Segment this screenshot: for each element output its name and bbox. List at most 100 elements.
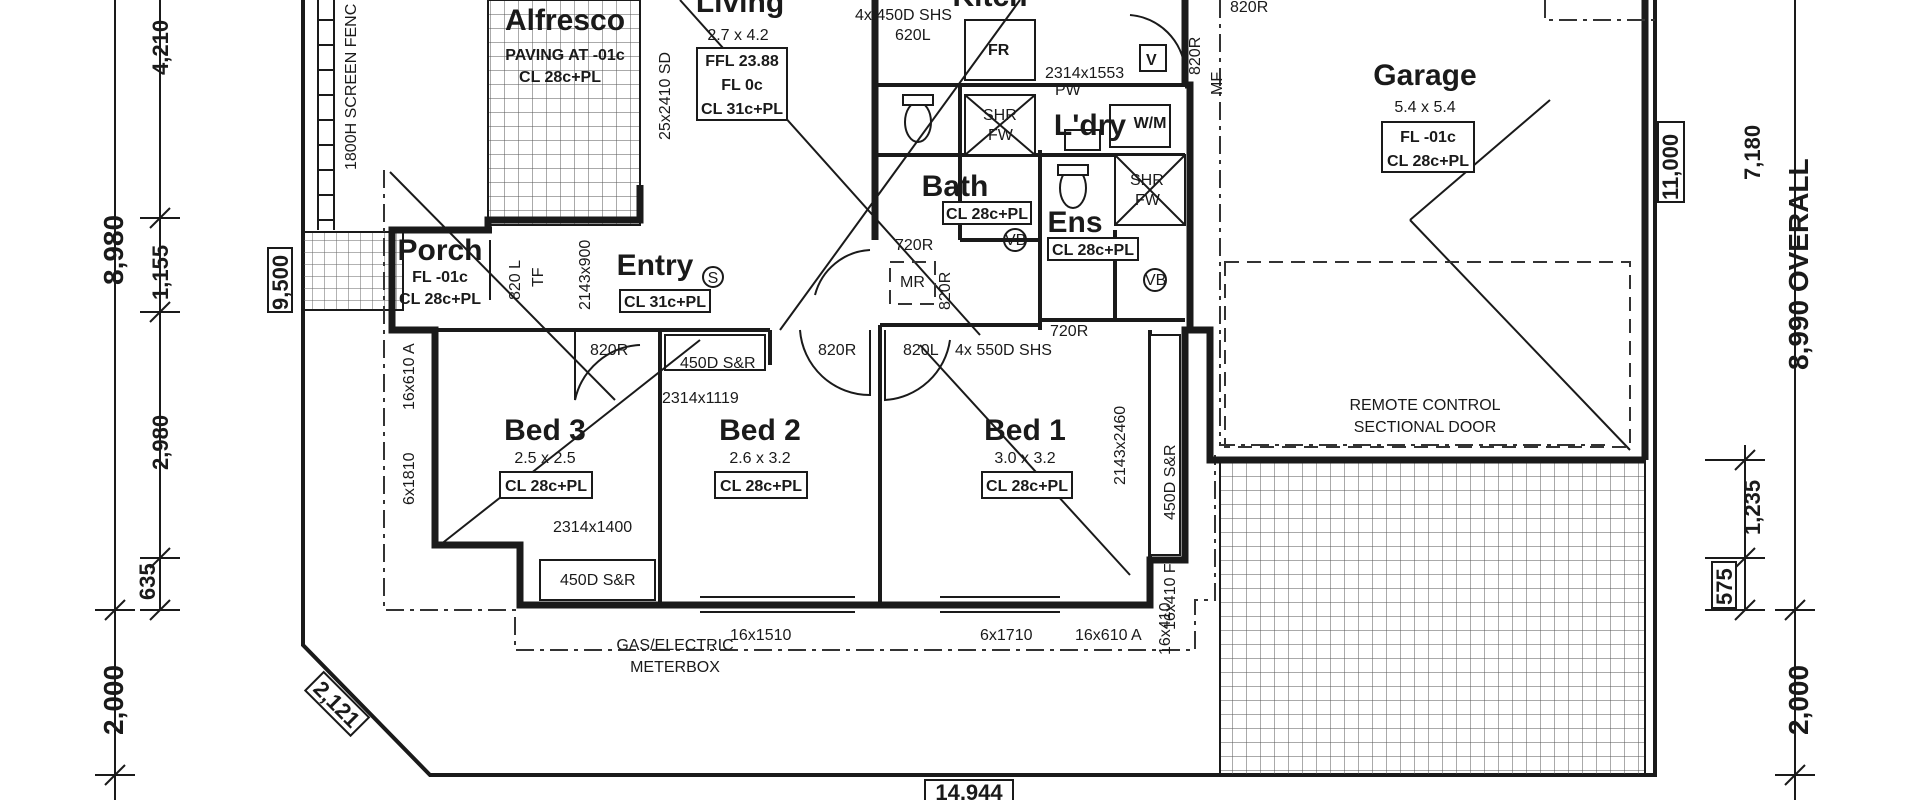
garage-tag	[1381, 121, 1475, 173]
door-720r-a-label: 720R	[895, 237, 933, 254]
door-swing-entry	[814, 249, 871, 296]
washing-machine-label: W/M	[1134, 115, 1167, 132]
porch-name: Porch	[397, 234, 482, 267]
shower-2-label: SHR	[1130, 172, 1164, 189]
porch-note2: CL 28c+PL	[399, 291, 481, 308]
laundry-tub	[1064, 129, 1101, 151]
bed3-name: Bed 3	[504, 414, 586, 447]
washing-machine-box	[1109, 104, 1171, 148]
door-swing-bed1	[884, 330, 951, 402]
dim-8980: 8,980	[98, 215, 129, 285]
internal-walls	[435, 83, 1185, 605]
vanity-basin-2	[1143, 268, 1167, 292]
dim-1235: 1,235	[1740, 480, 1765, 535]
shower-1-fw-label: FW	[988, 127, 1014, 144]
shs-top-label: 4x 450D SHS	[855, 7, 952, 24]
v-box	[1139, 44, 1167, 72]
dim-575-box	[1711, 561, 1737, 609]
dim-635: 635	[135, 563, 160, 600]
bed1-size: 3.0 x 3.2	[994, 450, 1055, 467]
bed3-tag	[499, 471, 593, 499]
dim-2000-left: 2,000	[98, 665, 129, 735]
shower-2-fw-label: FW	[1135, 192, 1161, 209]
shs-mid-label: 4x 550D SHS	[955, 342, 1052, 359]
dim-7180: 7,180	[1740, 125, 1765, 180]
bed1-tag	[981, 471, 1073, 499]
window-2314x1119-label: 2314x1119	[662, 390, 739, 407]
vanity-1-label: VB	[1005, 232, 1026, 249]
living-tag	[696, 47, 788, 121]
bed1-robe	[1149, 334, 1181, 556]
door-swing-laundry	[1129, 14, 1186, 71]
door-720r-b-label: 720R	[1050, 323, 1088, 340]
tf-label: TF	[530, 267, 547, 287]
toilet-1	[904, 101, 932, 143]
dim-9500: 9,500	[268, 255, 293, 310]
dim-14944: 14,944	[935, 780, 1003, 800]
garage-note2: CL 28c+PL	[1387, 153, 1469, 170]
screen-fence	[317, 0, 335, 230]
bed1-name: Bed 1	[984, 414, 1066, 447]
bed3-size: 2.5 x 2.5	[514, 450, 575, 467]
pw-label: PW	[1055, 82, 1082, 99]
shower-1-label: SHR	[983, 107, 1017, 124]
window-2143x2460-label: 2143x2460	[1112, 406, 1129, 485]
porch-paving	[302, 231, 404, 311]
window-16x410-label: 16x410	[1157, 602, 1174, 655]
living-note3: CL 31c+PL	[701, 101, 783, 118]
living-note2: FL 0c	[721, 77, 763, 94]
dim-2980: 2,980	[148, 415, 173, 470]
bed3-note1: CL 28c+PL	[505, 478, 587, 495]
alfresco-name: Alfresco	[505, 4, 625, 37]
window-6x1810-label: 6x1810	[401, 452, 418, 505]
meterbox-label-1: GAS/ELECTRIC	[616, 637, 733, 654]
door-820l-tf-label: 820 L	[507, 260, 524, 300]
sliding-door-label: 25x2410 SD	[657, 52, 674, 140]
window-16x410f-label: 16x410 F	[1162, 563, 1179, 630]
ens-name: Ens	[1047, 206, 1102, 239]
vanity-basin-1	[1003, 228, 1027, 252]
dim-14944-box	[924, 779, 1014, 800]
bath-tag	[942, 201, 1032, 225]
alfresco-paving	[487, 0, 641, 226]
entry-name: Entry	[617, 249, 694, 282]
door-820r-mf-label: 820R	[1187, 37, 1204, 75]
garage-door-label-2: SECTIONAL DOOR	[1354, 419, 1497, 436]
window-16x610a-label: 16x610 A	[401, 343, 418, 410]
bath-note1: CL 28c+PL	[946, 206, 1028, 223]
living-note1: FFL 23.88	[705, 53, 779, 70]
garage-name: Garage	[1373, 59, 1476, 92]
fridge-label: FR	[988, 42, 1010, 59]
garage-note1: FL -01c	[1400, 129, 1456, 146]
dim-8990-overall: 8,990 OVERALL	[1783, 158, 1814, 370]
door-820l-bed1-label: 820L	[903, 342, 939, 359]
window-2143x900-label: 2143x900	[577, 240, 594, 310]
dim-2121-box	[303, 670, 371, 738]
bed2-tag	[714, 471, 808, 499]
porch-note1: FL -01c	[412, 269, 468, 286]
dim-1155: 1,155	[148, 245, 173, 300]
kitch-name: Kitch	[953, 0, 1028, 13]
window-2314x1553-label: 2314x1553	[1045, 65, 1124, 82]
bed2-note1: CL 28c+PL	[720, 478, 802, 495]
garage-door-label-1: REMOTE CONTROL	[1349, 397, 1500, 414]
left-dimension-chain	[95, 0, 180, 800]
bottom-windows	[700, 596, 1060, 613]
door-820r-bath-label: 820R	[937, 272, 954, 310]
smoke-alarm-icon	[702, 266, 724, 288]
mr-box	[889, 261, 936, 305]
dim-11000-box	[1657, 121, 1685, 203]
garage-door-track	[1224, 261, 1631, 448]
alfresco-note2: CL 28c+PL	[519, 69, 601, 86]
robe-bed3-label: 450D S&R	[560, 572, 636, 589]
bed1-note1: CL 28c+PL	[986, 478, 1068, 495]
external-walls	[388, 0, 1645, 609]
entry-tag	[619, 289, 711, 313]
door-820r-bed2-label: 820R	[818, 342, 856, 359]
garage-size: 5.4 x 5.4	[1394, 99, 1455, 116]
screen-fence-label: 1800H SCREEN FENC	[343, 4, 360, 170]
kitchen-fridge-box	[964, 19, 1036, 81]
window-16x610b-label: 16x610 A	[1075, 627, 1142, 644]
bed3-robe	[539, 559, 656, 601]
door-820r-top-label: 820R	[1230, 0, 1268, 16]
